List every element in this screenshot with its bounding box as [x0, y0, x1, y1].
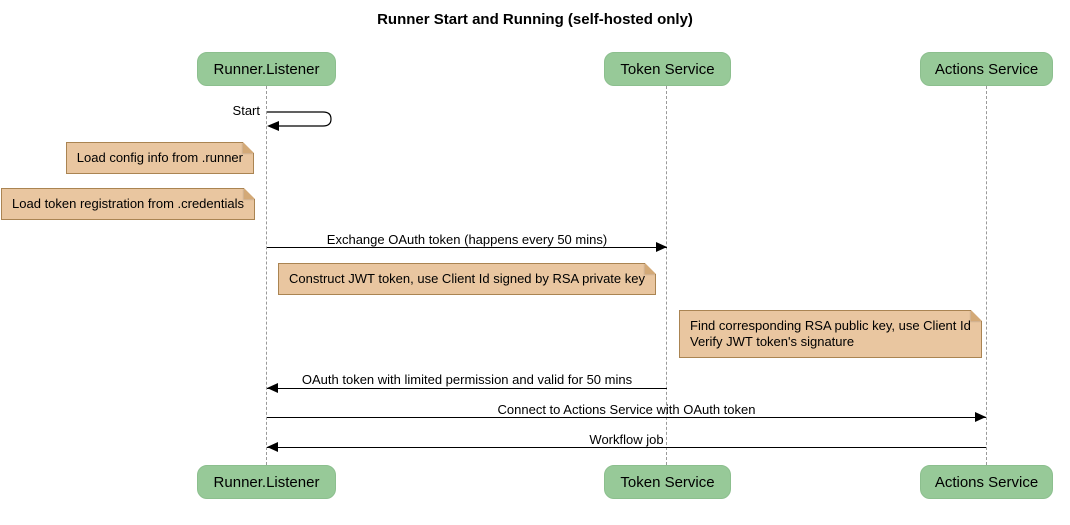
arrowhead-left-icon — [267, 383, 278, 393]
participant-actions-service-bottom: Actions Service — [920, 465, 1053, 499]
participant-label: Runner.Listener — [213, 60, 320, 78]
self-message-arrow — [267, 111, 332, 131]
message-arrow-workflow-job — [267, 442, 986, 452]
message-label-oauth-return: OAuth token with limited permission and … — [301, 372, 633, 387]
participant-label: Token Service — [620, 473, 715, 491]
diagram-title: Runner Start and Running (self-hosted on… — [377, 11, 693, 28]
arrowhead-left-icon — [267, 121, 279, 131]
note-construct-jwt: Construct JWT token, use Client Id signe… — [278, 263, 656, 295]
lifeline-runner-listener — [266, 86, 267, 465]
message-label-start: Start — [232, 103, 260, 118]
message-arrow-exchange-oauth — [267, 242, 667, 252]
participant-runner-listener-bottom: Runner.Listener — [197, 465, 336, 499]
arrowhead-left-icon — [267, 442, 278, 452]
note-verify-jwt: Find corresponding RSA public key, use C… — [679, 310, 982, 358]
participant-token-service-top: Token Service — [604, 52, 731, 86]
participant-label: Actions Service — [934, 473, 1039, 491]
participant-actions-service-top: Actions Service — [920, 52, 1053, 86]
participant-label: Token Service — [620, 60, 715, 78]
participant-label: Actions Service — [934, 60, 1039, 78]
message-arrow-connect-actions — [267, 412, 986, 422]
message-label-workflow-job: Workflow job — [589, 432, 664, 447]
message-arrow-oauth-return — [267, 383, 667, 393]
note-load-token-registration: Load token registration from .credential… — [1, 188, 255, 220]
participant-label: Runner.Listener — [213, 473, 320, 491]
participant-runner-listener-top: Runner.Listener — [197, 52, 336, 86]
arrowhead-right-icon — [656, 242, 667, 252]
message-label-exchange-oauth: Exchange OAuth token (happens every 50 m… — [326, 232, 608, 247]
lifeline-token-service — [666, 86, 667, 465]
participant-token-service-bottom: Token Service — [604, 465, 731, 499]
arrowhead-right-icon — [975, 412, 986, 422]
note-load-config: Load config info from .runner — [65, 142, 255, 174]
lifeline-actions-service — [986, 86, 987, 465]
message-label-connect-actions: Connect to Actions Service with OAuth to… — [497, 402, 756, 417]
